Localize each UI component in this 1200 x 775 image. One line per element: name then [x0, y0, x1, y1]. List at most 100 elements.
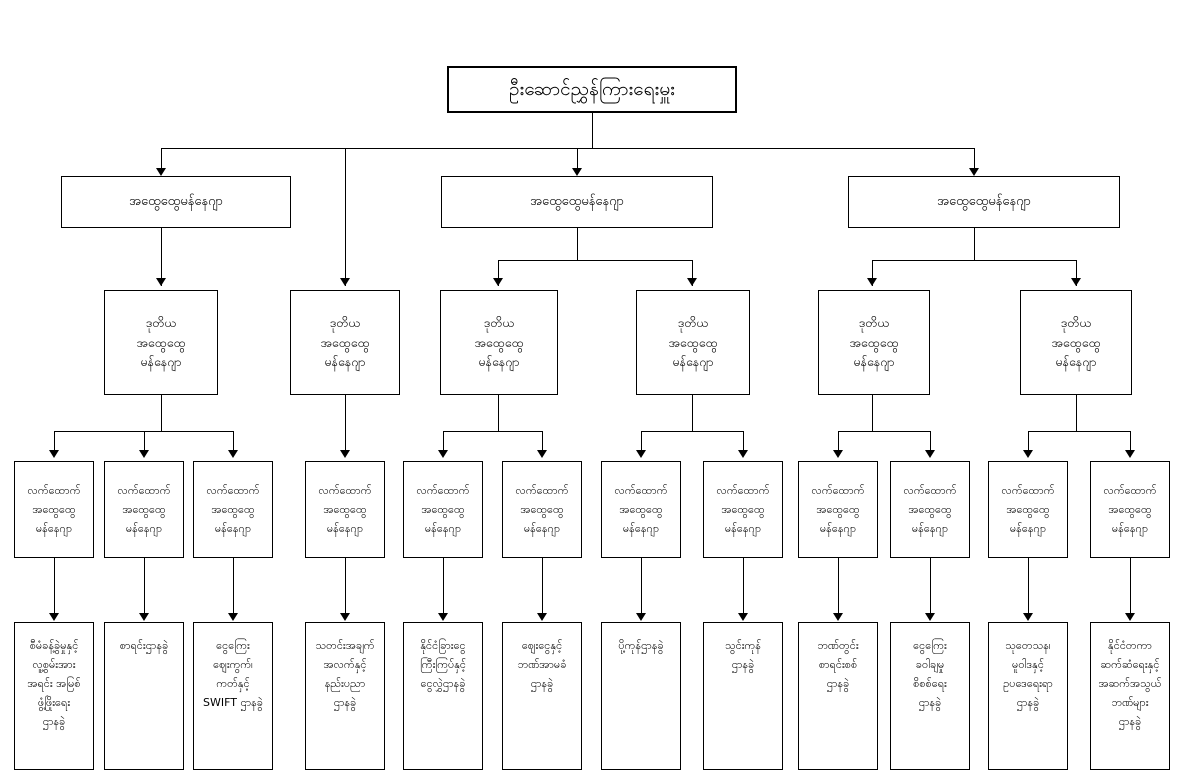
connector-dgm6-stem: [1076, 395, 1077, 431]
node-label: စာရင်းဌာနခွဲ: [119, 639, 169, 652]
node-assistant-gm-3[interactable]: လက်ထောက် အထွေထွေ မန်နေဂျာ: [193, 461, 273, 558]
node-department-3[interactable]: ငွေကြေး ဈေးကွက်၊ ကတ်နှင့် SWIFT ဌာနခွဲ: [193, 622, 273, 770]
node-label: စီမံခန့်ခွဲမှုနှင့် လူ့စွမ်းအား အရင်း အမ…: [27, 639, 81, 728]
node-general-manager-1[interactable]: အထွေထွေမန်နေဂျာ: [61, 176, 291, 228]
node-assistant-gm-10[interactable]: လက်ထောက် အထွေထွေ မန်နေဂျာ: [890, 461, 970, 558]
connector-dgm6-to-agm12: [1130, 431, 1131, 453]
node-assistant-gm-1[interactable]: လက်ထောက် အထွေထွေ မန်နေဂျာ: [14, 461, 94, 558]
connector-gm3-to-dgm6: [1076, 260, 1077, 286]
arrow-to-dep12: [1125, 613, 1135, 621]
node-assistant-gm-6[interactable]: လက်ထောက် အထွေထွေ မန်နေဂျာ: [502, 461, 582, 558]
node-department-4[interactable]: သတင်းအချက် အလက်နှင့် နည်းပညာ ဌာနခွဲ: [305, 622, 385, 770]
node-assistant-gm-9[interactable]: လက်ထောက် အထွေထွေ မန်နေဂျာ: [798, 461, 878, 558]
node-deputy-gm-6[interactable]: ဒုတိယ အထွေထွေ မန်နေဂျာ: [1020, 290, 1132, 395]
arrow-to-dep10: [925, 613, 935, 621]
node-label: အထွေထွေမန်နေဂျာ: [129, 193, 223, 209]
node-department-2[interactable]: စာရင်းဌာနခွဲ: [104, 622, 184, 770]
connector-dgm4-stem: [692, 395, 693, 431]
connector-dgm5-to-agm10: [930, 431, 931, 453]
node-label: အထွေထွေမန်နေဂျာ: [937, 193, 1031, 209]
arrow-to-agm6: [537, 450, 547, 458]
connector-dgm6-to-agm11: [1028, 431, 1029, 453]
connector-gm3-stem: [974, 228, 975, 260]
connector-dgm5-stem: [872, 395, 873, 431]
arrow-to-dgm6: [1071, 278, 1081, 286]
node-label: လက်ထောက် အထွေထွေ မန်နေဂျာ: [416, 483, 470, 536]
connector-agm6-to-dep6: [542, 558, 543, 616]
connector-dgm4-bus: [641, 431, 743, 432]
node-assistant-gm-8[interactable]: လက်ထောက် အထွေထွေ မန်နေဂျာ: [703, 461, 783, 558]
node-department-6[interactable]: ဈေးငွေနှင့် ဘဏ်အာမခံ ဌာနခွဲ: [502, 622, 582, 770]
node-label: လက်ထောက် အထွေထွေ မန်နေဂျာ: [614, 483, 668, 536]
node-label: နိုင်ငံခြားငွေ ကြီးကြပ်နှင့် ငွေလွှဲဌာနခ…: [419, 639, 467, 690]
node-department-11[interactable]: သုတေသန၊ မူဝါဒနှင့် ဥပဒေရေးရာ ဌာနခွဲ: [988, 622, 1068, 770]
arrow-to-gm2: [572, 168, 582, 176]
node-department-1[interactable]: စီမံခန့်ခွဲမှုနှင့် လူ့စွမ်းအား အရင်း အမ…: [14, 622, 94, 770]
node-label: အထွေထွေမန်နေဂျာ: [530, 193, 624, 209]
connector-dgm1-to-agm2: [144, 431, 145, 453]
arrow-to-dgm2: [340, 278, 350, 286]
node-general-manager-3[interactable]: အထွေထွေမန်နေဂျာ: [848, 176, 1120, 228]
arrow-to-gm3: [969, 168, 979, 176]
connector-agm3-to-dep3: [233, 558, 234, 616]
connector-gm2-to-dgm3: [498, 260, 499, 286]
connector-dgm1-stem: [161, 395, 162, 431]
node-assistant-gm-4[interactable]: လက်ထောက် အထွေထွေ မန်နေဂျာ: [305, 461, 385, 558]
connector-gm2-stem: [577, 228, 578, 260]
node-label: ဘဏ်တွင်း စာရင်းစစ် ဌာနခွဲ: [817, 639, 859, 690]
node-label: ဒုတိယ အထွေထွေ မန်နေဂျာ: [1051, 315, 1101, 370]
connector-dgm3-bus: [443, 431, 542, 432]
node-deputy-gm-2[interactable]: ဒုတိယ အထွေထွေ မန်နေဂျာ: [290, 290, 400, 395]
node-department-10[interactable]: ငွေကြေး ခဝါချမှု စိစစ်ရေး ဌာနခွဲ: [890, 622, 970, 770]
node-label: လက်ထောက် အထွေထွေ မန်နေဂျာ: [27, 483, 81, 536]
arrow-to-agm2: [139, 450, 149, 458]
node-label: နိုင်ငံတကာ ဆက်ဆံရေးနှင့် အဆက်အသွယ် ဘဏ်မျ…: [1098, 639, 1162, 728]
node-general-manager-2[interactable]: အထွေထွေမန်နေဂျာ: [441, 176, 713, 228]
node-assistant-gm-5[interactable]: လက်ထောက် အထွေထွေ မန်နေဂျာ: [403, 461, 483, 558]
node-deputy-gm-5[interactable]: ဒုတိယ အထွေထွေ မန်နေဂျာ: [818, 290, 930, 395]
connector-agm10-to-dep10: [930, 558, 931, 616]
node-department-7[interactable]: ပို့ကုန်ဌာနခွဲ: [601, 622, 681, 770]
node-deputy-gm-1[interactable]: ဒုတိယ အထွေထွေ မန်နေဂျာ: [104, 290, 218, 395]
node-assistant-gm-12[interactable]: လက်ထောက် အထွေထွေ မန်နေဂျာ: [1090, 461, 1170, 558]
arrow-to-dgm5: [867, 278, 877, 286]
connector-root-stem: [592, 113, 593, 148]
connector-root-to-gm1: [161, 148, 162, 170]
node-label: လက်ထောက် အထွေထွေ မန်နေဂျာ: [318, 483, 372, 536]
connector-dgm5-to-agm9: [838, 431, 839, 453]
node-director-general[interactable]: ဦးဆောင်ညွှန်ကြားရေးမှူး: [447, 66, 737, 113]
node-assistant-gm-2[interactable]: လက်ထောက် အထွေထွေ မန်နေဂျာ: [104, 461, 184, 558]
node-label: ဒုတိယ အထွေထွေ မန်နေဂျာ: [136, 315, 186, 370]
node-label: လက်ထောက် အထွေထွေ မန်နေဂျာ: [811, 483, 865, 536]
node-label: ငွေကြေး ဈေးကွက်၊ ကတ်နှင့် SWIFT ဌာနခွဲ: [203, 639, 263, 709]
node-deputy-gm-3[interactable]: ဒုတိယ အထွေထွေ မန်နေဂျာ: [440, 290, 558, 395]
connector-dgm1-to-agm3: [233, 431, 234, 453]
node-label: လက်ထောက် အထွေထွေ မန်နေဂျာ: [903, 483, 957, 536]
connector-agm8-to-dep8: [743, 558, 744, 616]
connector-agm4-to-dep4: [345, 558, 346, 616]
arrow-to-dep9: [833, 613, 843, 621]
node-deputy-gm-4[interactable]: ဒုတိယ အထွေထွေ မန်နေဂျာ: [636, 290, 750, 395]
node-department-12[interactable]: နိုင်ငံတကာ ဆက်ဆံရေးနှင့် အဆက်အသွယ် ဘဏ်မျ…: [1090, 622, 1170, 770]
connector-agm12-to-dep12: [1130, 558, 1131, 616]
arrow-to-agm3: [228, 450, 238, 458]
node-assistant-gm-7[interactable]: လက်ထောက် အထွေထွေ မန်နေဂျာ: [601, 461, 681, 558]
node-label: သုတေသန၊ မူဝါဒနှင့် ဥပဒေရေးရာ ဌာနခွဲ: [1003, 639, 1053, 709]
arrow-to-dep6: [537, 613, 547, 621]
node-department-9[interactable]: ဘဏ်တွင်း စာရင်းစစ် ဌာနခွဲ: [798, 622, 878, 770]
arrow-to-agm1: [49, 450, 59, 458]
node-label: လက်ထောက် အထွေထွေ မန်နေဂျာ: [117, 483, 171, 536]
arrow-to-dep5: [438, 613, 448, 621]
node-assistant-gm-11[interactable]: လက်ထောက် အထွေထွေ မန်နေဂျာ: [988, 461, 1068, 558]
arrow-to-agm9: [833, 450, 843, 458]
node-label: ငွေကြေး ခဝါချမှု စိစစ်ရေး ဌာနခွဲ: [913, 639, 947, 709]
connector-root-to-gm2: [577, 148, 578, 170]
arrow-to-dep1: [49, 613, 59, 621]
node-department-8[interactable]: သွင်းကုန် ဌာနခွဲ: [703, 622, 783, 770]
connector-root-to-gm3: [974, 148, 975, 170]
connector-dgm3-to-agm5: [443, 431, 444, 453]
connector-dgm5-bus: [838, 431, 930, 432]
node-department-5[interactable]: နိုင်ငံခြားငွေ ကြီးကြပ်နှင့် ငွေလွှဲဌာနခ…: [403, 622, 483, 770]
arrow-to-dgm1: [156, 278, 166, 286]
